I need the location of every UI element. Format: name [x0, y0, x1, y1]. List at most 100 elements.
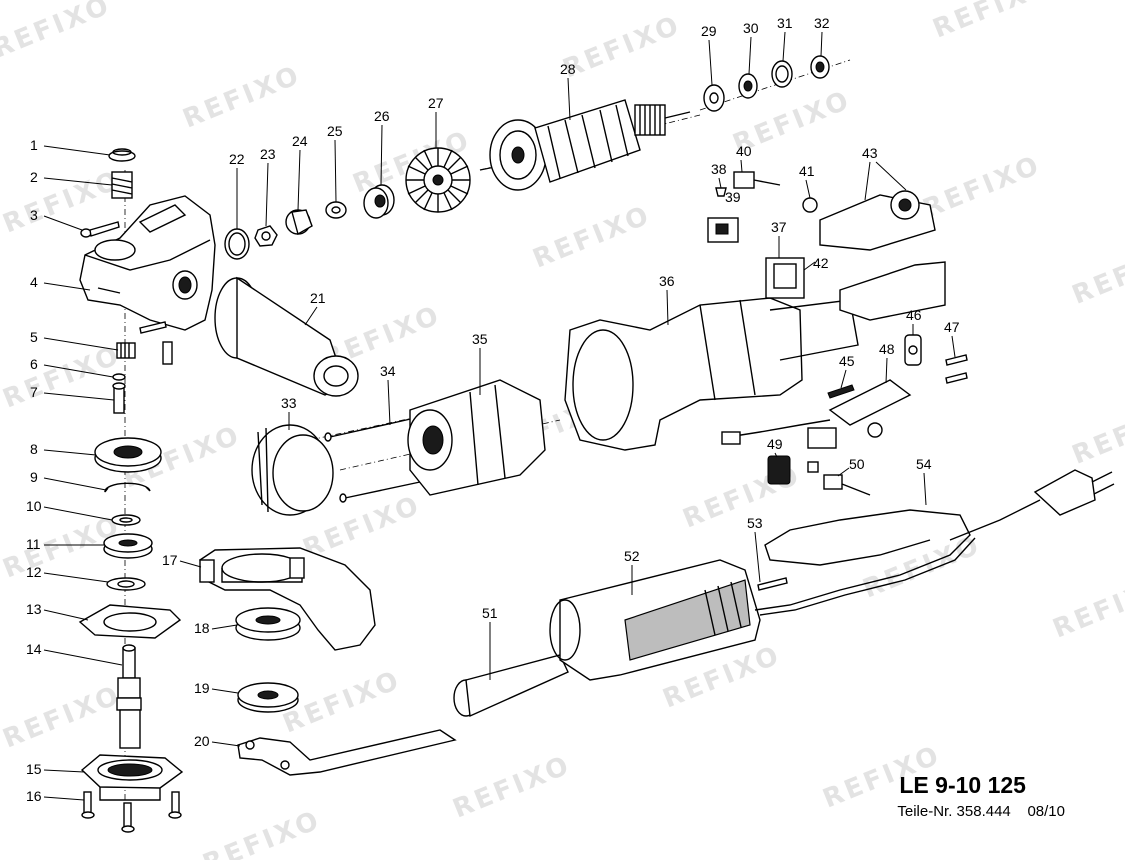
- part-15-bearing-flange: [80, 754, 184, 801]
- part-47-screws: [945, 354, 968, 384]
- part-50-cable-clamp: [823, 474, 871, 496]
- label-part-4: 4: [30, 274, 38, 290]
- watermark: REFIXO: [0, 340, 125, 414]
- part-32-bearing: [810, 55, 830, 79]
- label-part-14: 14: [26, 641, 42, 657]
- watermark: REFIXO: [1068, 396, 1125, 470]
- label-part-1: 1: [30, 137, 38, 153]
- part-48-slide: [721, 379, 912, 449]
- label-part-39: 39: [725, 189, 741, 205]
- part-21-side-handle: [214, 276, 359, 397]
- part-33-ring: [251, 424, 334, 516]
- part-29-bearing-washer: [703, 84, 725, 112]
- label-part-52: 52: [624, 548, 640, 564]
- watermark: REFIXO: [179, 60, 306, 134]
- label-part-37: 37: [771, 219, 787, 235]
- label-part-31: 31: [777, 15, 793, 31]
- part-19-clamping-nut: [237, 682, 299, 713]
- label-part-35: 35: [472, 331, 488, 347]
- label-part-25: 25: [327, 123, 343, 139]
- part-6-ring: [112, 373, 126, 381]
- label-part-45: 45: [839, 353, 855, 369]
- label-part-40: 40: [736, 143, 752, 159]
- watermark: REFIXO: [199, 805, 326, 860]
- part-45-spring: [827, 384, 855, 399]
- label-part-48: 48: [879, 341, 895, 357]
- part-4-gear-housing: [79, 195, 216, 331]
- label-part-34: 34: [380, 363, 396, 379]
- model-title: LE 9-10 125: [899, 772, 1026, 798]
- part-10-washer: [111, 514, 141, 526]
- label-part-2: 2: [30, 169, 38, 185]
- label-part-27: 27: [428, 95, 444, 111]
- label-part-38: 38: [711, 161, 727, 177]
- label-part-9: 9: [30, 469, 38, 485]
- part-18-flange: [235, 607, 301, 641]
- part-26-bearing: [363, 184, 395, 219]
- part-46-clip: [904, 334, 922, 366]
- part-36-motor-housing: [564, 297, 859, 451]
- part-41-spring: [802, 197, 818, 213]
- part-17-wheel-guard: [199, 547, 376, 651]
- label-part-23: 23: [260, 146, 276, 162]
- label-part-47: 47: [944, 319, 960, 335]
- part-number-labels: 1 2 3 4 5 6 7 8 9 10 11 12 13 14 15 16 1…: [26, 15, 960, 804]
- label-part-33: 33: [281, 395, 297, 411]
- part-30-bearing: [738, 73, 758, 99]
- watermark: REFIXO: [859, 530, 986, 604]
- watermark: REFIXO: [449, 750, 576, 824]
- label-part-20: 20: [194, 733, 210, 749]
- label-part-15: 15: [26, 761, 42, 777]
- label-part-8: 8: [30, 441, 38, 457]
- part-switch-rod: [839, 261, 946, 321]
- watermark: REFIXO: [1049, 570, 1125, 644]
- watermark: REFIXO: [559, 10, 686, 84]
- label-part-13: 13: [26, 601, 42, 617]
- part-51-handle-insert: [453, 654, 569, 718]
- label-part-51: 51: [482, 605, 498, 621]
- part-25-washer: [325, 201, 347, 219]
- part-40-carbon-brush: [733, 171, 781, 189]
- label-part-54: 54: [916, 456, 932, 472]
- parts-number-line: Teile-Nr. 358.444 08/10: [897, 803, 1065, 820]
- label-part-41: 41: [799, 163, 815, 179]
- label-part-53: 53: [747, 515, 763, 531]
- label-part-28: 28: [560, 61, 576, 77]
- revision-date: 08/10: [1027, 803, 1065, 820]
- label-part-49: 49: [767, 436, 783, 452]
- label-part-16: 16: [26, 788, 42, 804]
- part-11-bearing: [103, 533, 153, 559]
- part-34-screws: [324, 417, 421, 503]
- watermark: REFIXO: [1068, 236, 1125, 310]
- label-part-46: 46: [906, 307, 922, 323]
- watermark: REFIXO: [0, 0, 115, 64]
- part-52-rear-handle: [549, 559, 761, 681]
- part-28-armature: [479, 99, 691, 191]
- label-part-42: 42: [813, 255, 829, 271]
- part-35-stator: [407, 379, 546, 496]
- part-23-nut: [254, 225, 278, 247]
- part-49-switch-knob: [767, 455, 819, 485]
- label-part-18: 18: [194, 620, 210, 636]
- title-block: LE 9-10 125 Teile-Nr. 358.444 08/10: [897, 772, 1065, 820]
- part-54-power-cable: [754, 469, 1115, 616]
- part-2-spring: [111, 171, 133, 199]
- part-22-o-ring: [224, 228, 250, 260]
- part-38-screw: [715, 187, 727, 197]
- watermark: REFIXO: [929, 0, 1056, 44]
- label-part-24: 24: [292, 133, 308, 149]
- label-part-5: 5: [30, 329, 38, 345]
- label-part-6: 6: [30, 356, 38, 372]
- part-27-fan: [405, 147, 471, 213]
- label-part-26: 26: [374, 108, 390, 124]
- label-part-12: 12: [26, 564, 42, 580]
- parts-number: Teile-Nr. 358.444: [897, 803, 1011, 820]
- label-part-29: 29: [701, 23, 717, 39]
- part-5-needle-bearing: [116, 321, 167, 359]
- part-16-screws: [81, 791, 182, 833]
- part-20-spanner: [237, 729, 457, 776]
- label-part-32: 32: [814, 15, 830, 31]
- part-39-brush-holder: [707, 217, 739, 243]
- leader-lines: [43, 31, 956, 801]
